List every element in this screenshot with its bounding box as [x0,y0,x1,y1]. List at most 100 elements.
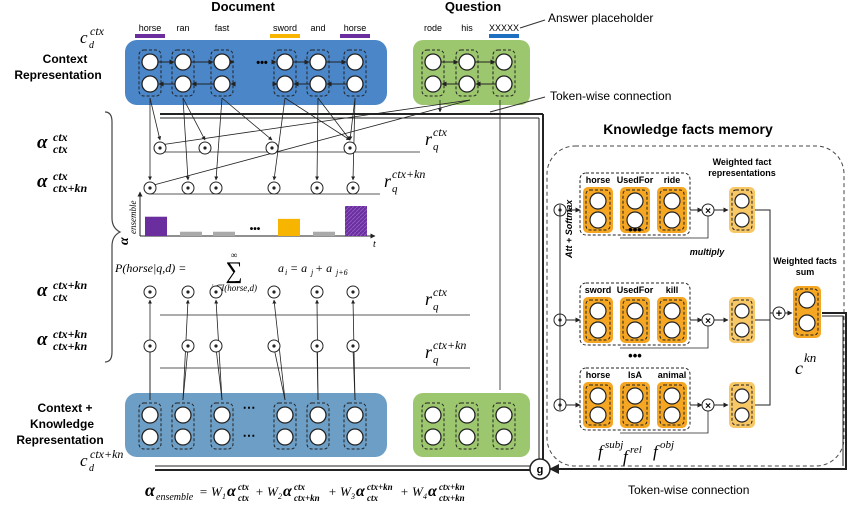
neuron [663,192,681,210]
odot-node [143,339,157,353]
svg-text:ctx+kn: ctx+kn [90,447,123,461]
neuron [424,406,442,424]
ensemble-bar [345,206,367,236]
neuron [458,75,476,93]
odot-node [181,181,195,195]
svg-text:ctx+kn: ctx+kn [392,167,425,181]
fact-token: animal [658,370,687,380]
alpha-brace [104,111,122,363]
neuron [174,75,192,93]
neuron [495,75,513,93]
neuron [346,406,364,424]
r-q-ctxkn-1: r q ctx+kn [384,167,425,195]
alpha-ctx-ctxkn: α ctx+kn ctx [37,278,87,304]
odot-node [310,285,324,299]
c-d-ctxkn-label: c d ctx+kn [80,447,123,474]
odot-node [310,181,324,195]
odot-node [181,339,195,353]
ck-ellipsis-2: ⋯ [243,428,256,443]
neuron [589,192,607,210]
alpha-ensemble-axis-sub: ensemble [128,201,138,235]
neuron [589,302,607,320]
svg-text:r: r [425,289,433,309]
svg-text:ctx+kn: ctx+kn [433,338,466,352]
neuron [213,428,231,446]
connection-line [214,97,223,181]
odot-node [143,285,157,299]
svg-text:obj: obj [660,439,674,451]
token-wise-label-top: Token-wise connection [550,89,671,103]
svg-text:α: α [356,483,366,500]
r-q-ctx-1: r q ctx [425,125,448,153]
odot-node [209,181,223,195]
svg-text:d: d [89,40,95,51]
svg-text:+: + [776,308,782,320]
alpha-ctxkn-ctx: α ctx ctx+kn [37,169,87,195]
ck-neuron-column [273,402,297,450]
svg-text:kn: kn [804,350,816,365]
svg-text:= a: = a [290,261,307,275]
neuron [495,406,513,424]
odot-node [267,285,281,299]
ck-representation-label-1: Context + [37,401,92,415]
svg-text:ctx: ctx [53,142,68,156]
neuron [276,53,294,71]
neuron [276,406,294,424]
neuron [458,53,476,71]
odot-node [267,181,281,195]
svg-text:i: i [285,268,287,277]
svg-text:ctx: ctx [433,125,448,139]
context-neurons [138,49,367,97]
question-neuron-column [455,49,479,97]
context-neuron-column [138,49,162,97]
r-q-ctxkn-2: r q ctx+kn [425,338,466,366]
neuron [663,302,681,320]
neuron [798,314,816,332]
neuron [589,321,607,339]
weighted-fact-reps-label-1: Weighted fact [713,157,772,167]
fact-token: UsedFor [617,285,654,295]
token-bar [340,34,370,38]
alpha-ctx-ctx: α ctx ctx [37,130,68,156]
svg-text:∑: ∑ [225,258,242,284]
token-wise-label-bottom: Token-wise connection [628,483,749,497]
probability-formula: P(horse|q,d) = ∞ ∑ i∈I(horse,d) a i = a … [114,250,348,293]
svg-text:f: f [598,442,605,461]
ck-representation-block [125,393,387,457]
neuron [626,387,644,405]
context-neuron-column [171,49,195,97]
ck-neurons [138,402,367,450]
fact-box [579,367,691,431]
svg-text:c: c [80,28,88,47]
memory-heading: Knowledge facts memory [603,121,773,137]
neuron [141,53,159,71]
neuron [734,193,750,209]
svg-text:×: × [705,316,711,327]
svg-text:r: r [384,171,392,191]
neuron [174,428,192,446]
fact-token: UsedFor [617,175,654,185]
fact-token: sword [585,285,612,295]
connection-line [348,97,356,141]
svg-text:1: 1 [222,492,226,501]
ck-question-neurons [421,402,516,450]
ensemble-bar [145,216,167,236]
connection-line [214,347,223,401]
gate-label: g [537,464,544,476]
svg-text:α: α [37,280,48,301]
svg-text:ctx: ctx [433,285,448,299]
svg-text:r: r [425,129,433,149]
connection-line [272,347,286,401]
ensemble-bar [213,231,235,236]
neuron [458,428,476,446]
ck-neuron-column [171,402,195,450]
svg-text:2: 2 [278,492,282,501]
svg-text:ctx+kn: ctx+kn [439,493,465,503]
context-ellipsis: ••• [256,57,268,69]
ck-question-neuron-column [421,402,445,450]
neuron [346,428,364,446]
